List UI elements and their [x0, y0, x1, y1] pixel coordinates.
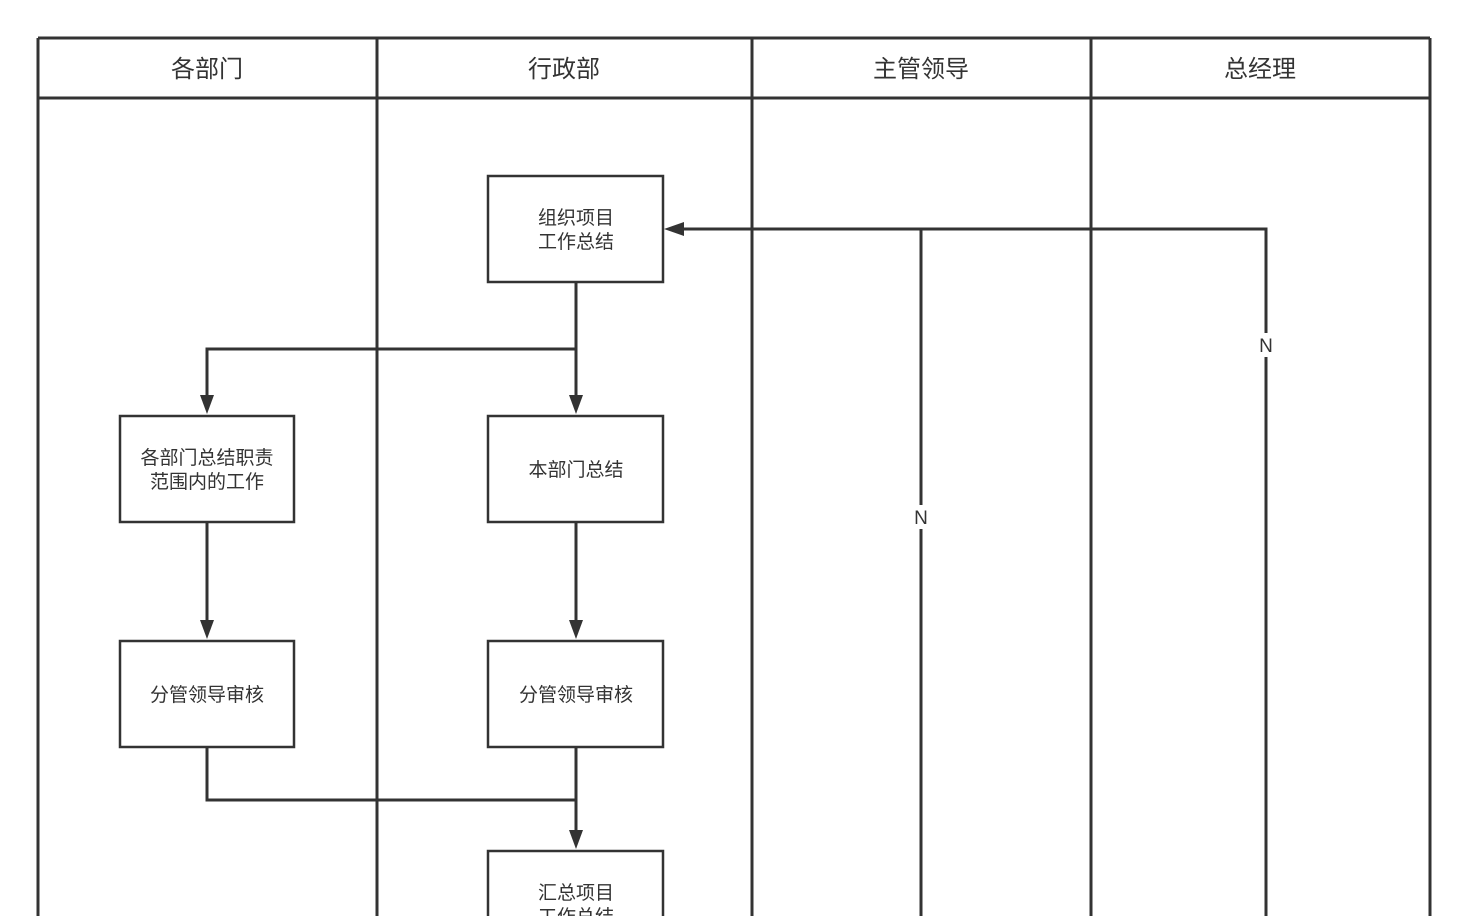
arrowhead-admin-review [569, 620, 583, 639]
swimlane-frame [36, 36, 1432, 916]
node-label-line-1: 组织项目 [538, 207, 614, 229]
node-box [486, 174, 665, 284]
edge-labels: N N [912, 333, 1275, 529]
node-own-summary: 本部门总结 [486, 414, 665, 524]
arrowhead-aggregate [569, 830, 583, 849]
lane-headers: 各部门 行政部 主管领导 总经理 [171, 56, 1296, 83]
node-box [118, 414, 296, 524]
node-box [486, 849, 665, 916]
node-label-line-2: 范围内的工作 [150, 471, 264, 493]
edge-to-dept-summary [205, 347, 576, 398]
node-aggregate-summary: 汇总项目 工作总结 [486, 849, 665, 916]
arrowhead-organize-return [664, 222, 684, 236]
arrowhead-own-summary [569, 395, 583, 414]
node-box [486, 639, 665, 749]
edge-label-bg-gm [1257, 333, 1275, 357]
edge-label-gm-reject: N [1259, 336, 1273, 357]
node-organize-summary: 组织项目 工作总结 [486, 174, 665, 284]
node-label-line-2: 工作总结 [538, 906, 614, 916]
edge-gm-reject [680, 227, 1268, 916]
edge-dept-review-to-merge [205, 747, 576, 802]
edge-label-supervisor-reject: N [914, 508, 928, 529]
arrowhead-dept-review [200, 620, 214, 639]
node-label-line-1: 汇总项目 [538, 882, 614, 904]
lane-header-departments: 各部门 [171, 56, 243, 83]
lane-header-general-manager: 总经理 [1224, 56, 1296, 83]
node-label-line-1: 各部门总结职责 [140, 447, 273, 469]
lane-header-admin: 行政部 [528, 56, 600, 83]
node-dept-review: 分管领导审核 [118, 639, 296, 749]
arrowhead-dept-summary [200, 395, 214, 414]
node-box [118, 639, 296, 749]
node-label-line-2: 工作总结 [538, 231, 614, 253]
lane-header-supervisor: 主管领导 [873, 56, 969, 83]
node-dept-summary: 各部门总结职责 范围内的工作 [118, 414, 296, 524]
node-box [486, 414, 665, 524]
connectors [200, 222, 1268, 916]
node-admin-review: 分管领导审核 [486, 639, 665, 749]
node-label-line-1: 分管领导审核 [519, 684, 633, 706]
edge-label-bg-supervisor [912, 505, 930, 529]
node-label-line-1: 本部门总结 [528, 459, 623, 481]
node-label-line-1: 分管领导审核 [150, 684, 264, 706]
